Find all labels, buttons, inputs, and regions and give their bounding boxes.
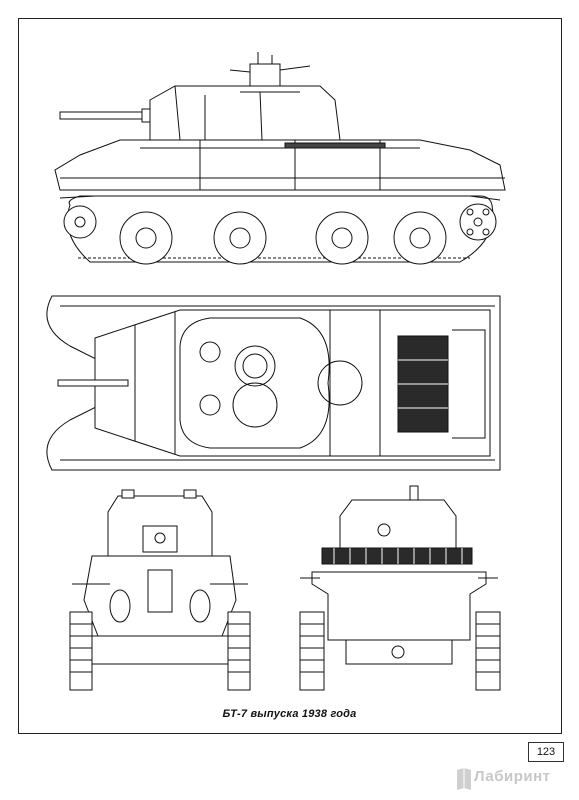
drawing-frame bbox=[18, 18, 562, 734]
page-number: 123 bbox=[528, 742, 564, 762]
watermark-text: Лабиринт bbox=[474, 768, 551, 785]
tank-front-view bbox=[69, 489, 251, 691]
tank-rear-view bbox=[299, 485, 501, 691]
figure-caption: БТ-7 выпуска 1938 года bbox=[222, 708, 357, 720]
tank-side-view bbox=[54, 52, 506, 265]
book-mark-icon bbox=[457, 768, 471, 790]
publisher-watermark: Лабиринт bbox=[452, 762, 572, 796]
tank-top-view bbox=[46, 295, 501, 471]
